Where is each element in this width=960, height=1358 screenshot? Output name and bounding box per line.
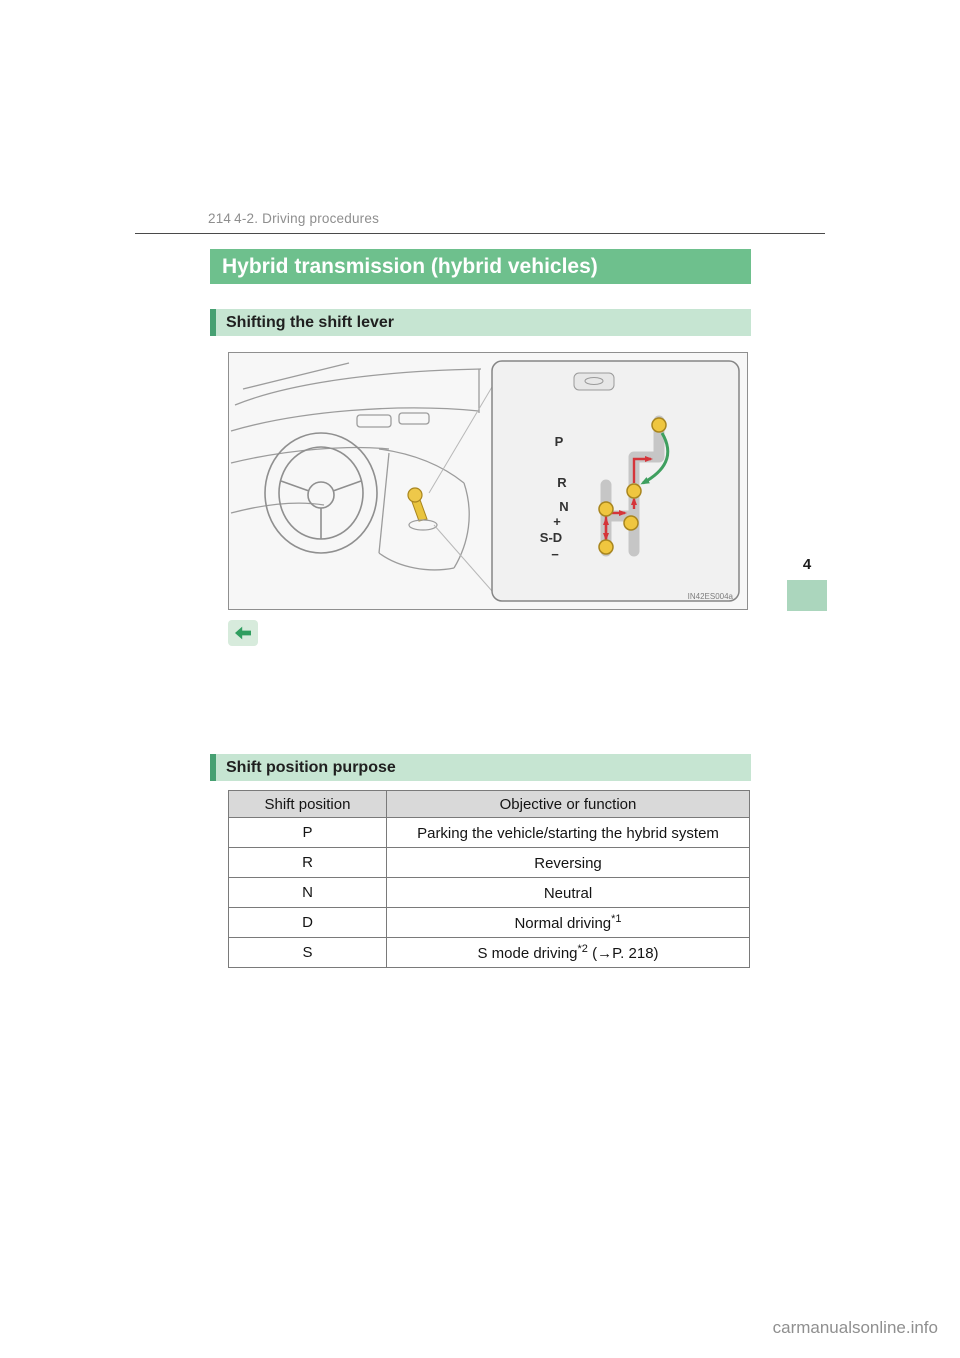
chapter-number: 4 xyxy=(802,556,812,573)
lever-position-markers xyxy=(598,417,667,555)
chapter-title-banner: Hybrid transmission (hybrid vehicles) xyxy=(210,249,751,284)
table-row: D Normal driving*1 xyxy=(228,907,750,938)
watermark: carmanualsonline.info xyxy=(772,1318,938,1337)
gate-labels: P R N + S-D − xyxy=(540,434,569,562)
section-heading-text: Shift position purpose xyxy=(226,759,396,776)
shift-position-table: Shift position Objective or function P P… xyxy=(228,790,750,968)
shift-lever-illustration: P R N + S-D − xyxy=(230,360,740,602)
section-heading-shifting: Shifting the shift lever xyxy=(210,309,751,336)
gate-label-p: P xyxy=(555,434,564,449)
chapter-tab: 4 xyxy=(787,556,827,611)
left-arrow-icon xyxy=(228,620,258,646)
shift-position-cell: P xyxy=(228,817,387,848)
left-arrow-glyph xyxy=(235,626,251,640)
dashboard-sketch xyxy=(230,362,482,571)
steering-wheel xyxy=(264,432,378,554)
figure-code: IN42ES004a xyxy=(688,592,734,601)
objective-cell: Neutral xyxy=(386,877,750,908)
objective-text: Reversing xyxy=(534,855,602,872)
table-row: P Parking the vehicle/starting the hybri… xyxy=(228,817,750,848)
objective-text: S mode driving xyxy=(477,945,578,962)
col-header-shift-position: Shift position xyxy=(228,790,387,818)
gate-label-minus: − xyxy=(551,547,559,562)
shift-path-red-arrows xyxy=(603,456,653,541)
shift-position-cell: R xyxy=(228,847,387,878)
objective-text: Neutral xyxy=(543,885,593,902)
objective-text: Parking the vehicle/starting the hybrid … xyxy=(417,825,719,842)
shift-lever xyxy=(407,487,438,531)
objective-cell: Parking the vehicle/starting the hybrid … xyxy=(386,817,750,848)
section-heading-purpose: Shift position purpose xyxy=(210,754,751,781)
shift-position-cell: S xyxy=(228,937,387,968)
shift-position-cell: D xyxy=(228,907,387,938)
header-rule xyxy=(135,233,825,234)
table-row: S S mode driving*2 (→P. 218) xyxy=(228,937,750,968)
col-header-objective: Objective or function xyxy=(386,790,750,818)
objective-cell: Reversing xyxy=(386,847,750,878)
chapter-tab-block xyxy=(787,580,827,611)
gate-label-plus: + xyxy=(553,514,561,529)
objective-cell: Normal driving*1 xyxy=(386,907,750,938)
table-row: R Reversing xyxy=(228,847,750,878)
shift-path-green-arrow xyxy=(640,432,670,485)
objective-text-after: (→P. 218) xyxy=(587,945,659,962)
gate-label-n: N xyxy=(559,499,568,514)
footnote-marker: *2 xyxy=(577,943,588,955)
shift-gate-inset: P R N + S-D − xyxy=(491,360,740,602)
gate-label-r: R xyxy=(557,475,567,490)
shift-position-cell: N xyxy=(228,877,387,908)
table-header-row: Shift position Objective or function xyxy=(228,790,750,818)
section-breadcrumb: 4-2. Driving procedures xyxy=(234,211,380,226)
page-number: 214 xyxy=(208,211,232,226)
gate-label-sd: S-D xyxy=(540,530,562,545)
objective-cell: S mode driving*2 (→P. 218) xyxy=(386,937,750,968)
table-row: N Neutral xyxy=(228,877,750,908)
footnote-marker: *1 xyxy=(611,913,622,925)
shift-lever-figure: P R N + S-D − xyxy=(228,352,748,610)
page-title: Hybrid transmission (hybrid vehicles) xyxy=(222,255,598,278)
callout-lines xyxy=(428,386,493,592)
section-heading-text: Shifting the shift lever xyxy=(226,314,395,331)
objective-text: Normal driving xyxy=(514,915,612,932)
